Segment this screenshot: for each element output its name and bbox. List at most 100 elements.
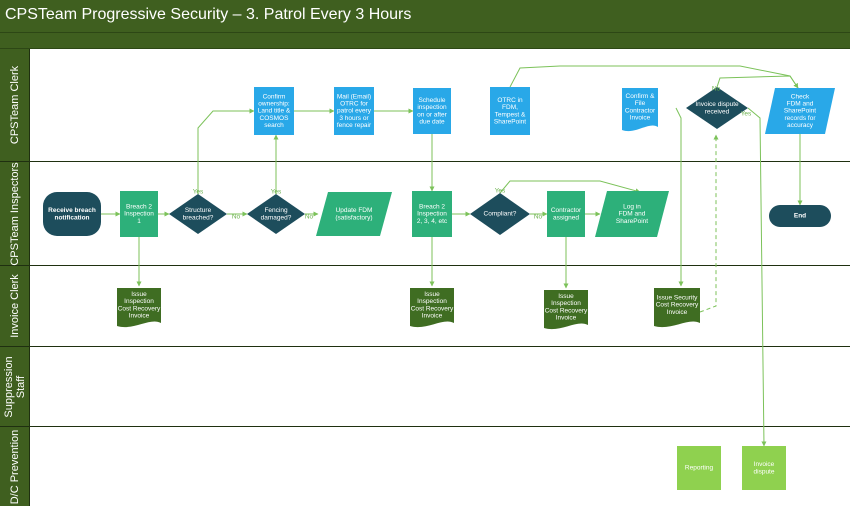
- node-label: Breach 2: [419, 204, 445, 211]
- node-shape: [117, 288, 161, 328]
- edge-label: No: [305, 214, 314, 221]
- node-label: search: [264, 122, 284, 129]
- node-label: SharePoint: [494, 119, 526, 126]
- node-label: Issue: [558, 293, 574, 300]
- lane-header: Suppression Staff: [0, 347, 30, 426]
- connector-line: [716, 75, 799, 89]
- connector-line: [197, 108, 255, 194]
- node-shape: [169, 194, 227, 234]
- node-shape: [470, 193, 530, 235]
- node-label: ownership:: [258, 101, 290, 108]
- node-label: Cost Recovery: [411, 305, 454, 312]
- node-label: Invoice: [630, 115, 651, 122]
- node-label: accuracy: [787, 122, 814, 129]
- node-label: Schedule: [418, 97, 445, 104]
- node-label: (satisfactory): [335, 214, 372, 221]
- connectors: [101, 65, 803, 447]
- node-label: Contractor: [551, 207, 582, 214]
- lane-header: CPSTeam Inspectors: [0, 162, 30, 265]
- node-label: Inspection: [124, 211, 154, 218]
- node-shape: [765, 88, 835, 134]
- node-label: Invoice: [129, 313, 150, 320]
- lane-header: Invoice Clerk: [0, 266, 30, 346]
- node-label: damaged?: [261, 214, 292, 221]
- node-label: Check: [791, 93, 810, 100]
- lane-suppression-staff: Suppression Staff: [0, 347, 850, 427]
- node-label: notification: [54, 214, 89, 221]
- node-label: Issue: [131, 291, 147, 298]
- node-label: 3 hours or: [339, 115, 369, 122]
- node-label: dispute: [754, 468, 775, 475]
- node-label: Reporting: [685, 465, 714, 472]
- node-shape: [544, 290, 588, 330]
- node-label: File: [635, 100, 646, 107]
- node-label: 2, 3, 4, etc: [417, 218, 448, 225]
- node-label: Invoice: [422, 313, 443, 320]
- connector-line: [699, 134, 719, 313]
- node-compliant[interactable]: Compliant?: [470, 193, 530, 235]
- connector-line: [747, 107, 767, 447]
- node-label: Compliant?: [484, 211, 517, 218]
- node-reporting[interactable]: Reporting: [677, 446, 721, 490]
- node-label: Issue: [424, 291, 440, 298]
- node-label: End: [794, 213, 806, 220]
- node-label: breached?: [183, 214, 214, 221]
- node-label: Tempest &: [495, 111, 526, 118]
- connector-line: [499, 180, 641, 194]
- node-shape: [120, 191, 158, 237]
- node-shape: [490, 87, 530, 135]
- node-label: Cost Recovery: [118, 305, 161, 312]
- edge-label: Yes: [495, 188, 506, 195]
- subtitle-bar: [0, 33, 850, 49]
- node-update-fdm[interactable]: Update FDM(satisfactory): [316, 192, 392, 236]
- node-label: fence repair: [337, 122, 372, 129]
- node-label: Invoice: [556, 315, 577, 322]
- page-title: CPSTeam Progressive Security – 3. Patrol…: [5, 6, 412, 23]
- node-shape: [622, 88, 658, 132]
- node-label: Confirm &: [626, 93, 656, 100]
- node-label: SharePoint: [784, 108, 816, 115]
- node-label: Land title &: [258, 108, 291, 115]
- node-label: SharePoint: [616, 218, 648, 225]
- node-label: Issue Security: [657, 295, 699, 302]
- node-label: Cost Recovery: [656, 302, 699, 309]
- node-label: assigned: [553, 214, 579, 221]
- node-label: Inspection: [417, 298, 447, 305]
- node-shape: [247, 194, 305, 234]
- node-label: OTRC for: [340, 101, 369, 108]
- node-shape: [316, 192, 392, 236]
- node-shape: [410, 288, 454, 328]
- edge-label: Yes: [193, 189, 204, 196]
- node-end[interactable]: End: [769, 205, 831, 227]
- node-label: Inspection: [417, 211, 447, 218]
- node-label: FDM,: [502, 104, 518, 111]
- node-label: Inspection: [551, 300, 581, 307]
- node-label: Breach 2: [126, 204, 152, 211]
- node-label: COSMOS: [260, 115, 290, 122]
- node-label: Invoice dispute: [695, 101, 739, 108]
- node-shape: [547, 191, 585, 237]
- node-label: Log in: [623, 204, 641, 211]
- node-shape: [686, 87, 748, 129]
